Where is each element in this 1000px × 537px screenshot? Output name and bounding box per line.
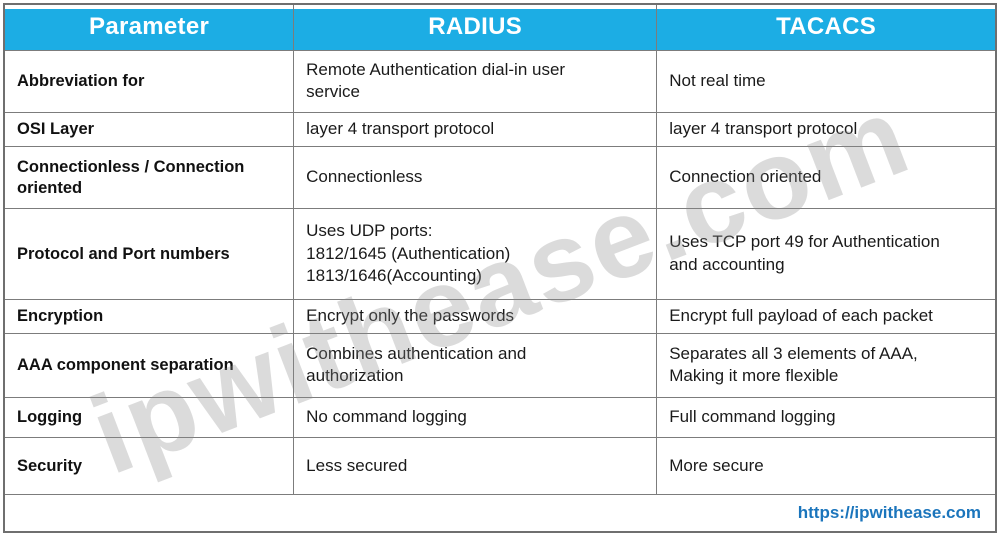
tacacs-cell: Full command logging (656, 396, 997, 439)
footer-row: https://ipwithease.com (3, 493, 997, 533)
column-header-parameter: Parameter (3, 3, 295, 51)
radius-cell: Encrypt only the passwords (293, 298, 658, 334)
radius-cell: Connectionless (293, 145, 658, 210)
parameter-cell: Encryption (3, 298, 295, 334)
table-footer: https://ipwithease.com (3, 493, 997, 533)
table-header: Parameter RADIUS TACACS (3, 3, 997, 51)
radius-cell: Uses UDP ports:1812/1645 (Authentication… (293, 208, 658, 300)
parameter-cell: Security (3, 437, 295, 495)
header-row: Parameter RADIUS TACACS (3, 3, 997, 51)
comparison-table: Parameter RADIUS TACACS Abbreviation for… (3, 3, 997, 533)
tacacs-cell: Not real time (656, 49, 997, 113)
radius-cell: layer 4 transport protocol (293, 111, 658, 147)
radius-cell: No command logging (293, 396, 658, 439)
comparison-table-container: Parameter RADIUS TACACS Abbreviation for… (3, 3, 997, 533)
parameter-cell: OSI Layer (3, 111, 295, 147)
column-header-radius: RADIUS (293, 3, 658, 51)
parameter-cell: AAA component separation (3, 332, 295, 399)
parameter-cell: Protocol and Port numbers (3, 208, 295, 300)
parameter-cell: Abbreviation for (3, 49, 295, 113)
column-header-tacacs: TACACS (656, 3, 997, 51)
tacacs-cell: More secure (656, 437, 997, 495)
radius-cell: Less secured (293, 437, 658, 495)
parameter-cell: Logging (3, 396, 295, 439)
tacacs-cell: layer 4 transport protocol (656, 111, 997, 147)
tacacs-cell: Separates all 3 elements of AAA,Making i… (656, 332, 997, 399)
tacacs-cell: Connection oriented (656, 145, 997, 210)
footer-link: https://ipwithease.com (3, 493, 997, 533)
tacacs-cell: Encrypt full payload of each packet (656, 298, 997, 334)
